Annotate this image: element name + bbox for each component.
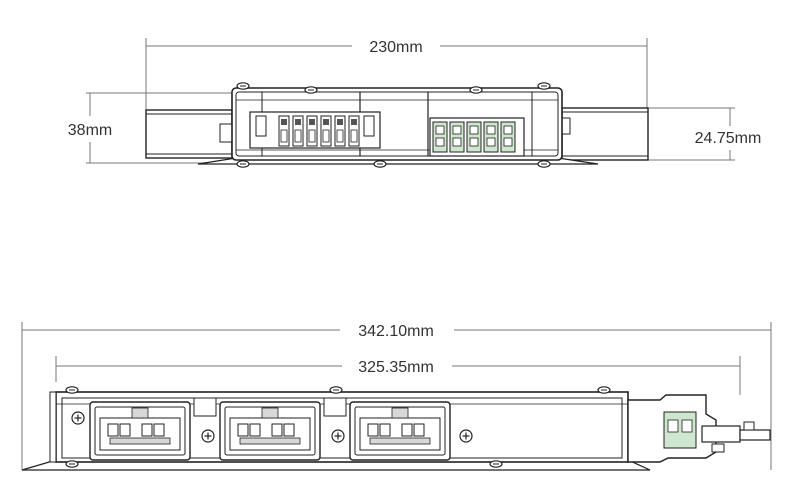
outlet-module <box>219 401 321 461</box>
screw-icon <box>329 386 343 394</box>
top-connector-right <box>429 117 525 157</box>
dim-bottom-overall: 342.10mm <box>21 322 772 470</box>
dim-label-325-35mm: 325.35mm <box>358 359 434 376</box>
screw-icon <box>469 86 483 94</box>
screw-icon <box>236 82 250 90</box>
screw-icon <box>537 82 551 90</box>
dim-label-342-10mm: 342.10mm <box>358 323 434 340</box>
dim-bottom-body: 325.35mm <box>55 356 741 395</box>
dim-top-height: 38mm <box>68 92 232 164</box>
terminal-pin <box>500 121 516 153</box>
top-bracket-left <box>145 109 233 159</box>
top-view: 230mm 38mm 24.75mm <box>68 38 762 168</box>
terminal-pin <box>278 115 290 147</box>
screw-icon <box>65 386 79 394</box>
screw-icon <box>65 460 79 468</box>
screw-icon <box>201 429 215 443</box>
screw-icon <box>236 160 250 168</box>
end-connector <box>627 394 771 463</box>
terminal-pin <box>292 115 304 147</box>
terminal-pin <box>306 115 318 147</box>
screw-icon <box>373 160 387 168</box>
terminal-pin <box>348 115 360 147</box>
screw-icon <box>71 411 85 425</box>
screw-icon <box>331 429 345 443</box>
dim-label-38mm: 38mm <box>68 122 112 139</box>
dim-label-230mm: 230mm <box>369 39 422 56</box>
screw-icon <box>489 460 503 468</box>
dim-label-24-75mm: 24.75mm <box>695 130 762 147</box>
screw-icon <box>597 386 611 394</box>
terminal-pin <box>334 115 346 147</box>
top-connector-left <box>249 111 381 149</box>
screw-icon <box>459 429 473 443</box>
dim-top-width: 230mm <box>145 38 648 110</box>
terminal-pin <box>432 121 448 153</box>
terminal-pin <box>466 121 482 153</box>
screw-icon <box>304 86 318 94</box>
outlet-module <box>89 401 191 461</box>
terminal-pin <box>320 115 332 147</box>
outlet-module <box>349 401 451 461</box>
top-bracket-right <box>559 107 649 161</box>
bottom-view: 342.10mm 325.35mm <box>21 322 772 471</box>
terminal-pin <box>483 121 499 153</box>
screw-icon <box>537 160 551 168</box>
terminal-pin <box>449 121 465 153</box>
